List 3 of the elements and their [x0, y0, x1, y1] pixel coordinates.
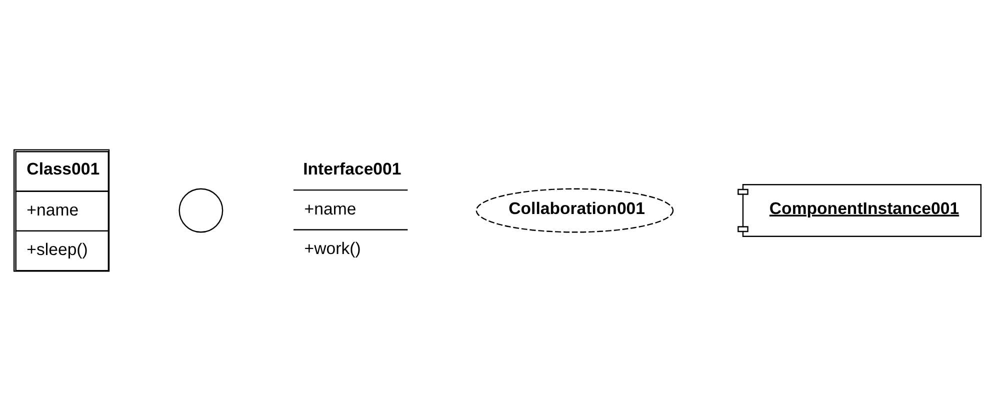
- node-ellipse: Collaboration001: [475, 188, 674, 232]
- node-circle: [178, 188, 223, 232]
- node-text: Interface001 +name +work(): [302, 159, 401, 258]
